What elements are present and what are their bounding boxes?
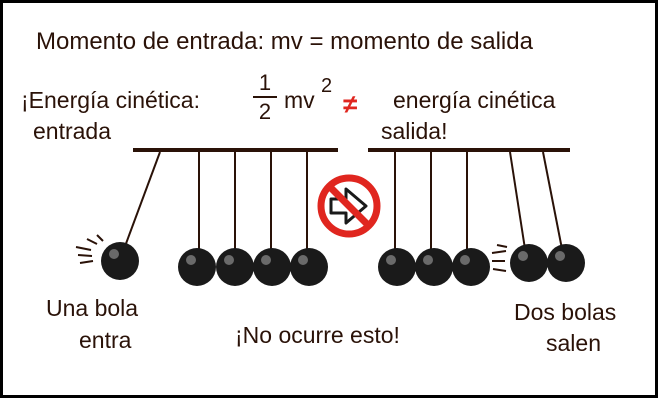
left-label-line2: entra [79, 327, 132, 353]
energy-left-line2: entrada [33, 118, 112, 144]
momentum-equation: Momento de entrada: mv = momento de sali… [36, 28, 533, 55]
right-ball-1 [378, 248, 416, 286]
right-label-line2: salen [546, 330, 601, 356]
right-swing-string-1 [509, 151, 526, 250]
energy-right-line2: salida! [381, 118, 448, 144]
left-ball-4 [290, 248, 328, 286]
right-ball-3 [452, 248, 490, 286]
left-label-line1: Una bola [46, 295, 139, 321]
right-cradle [368, 148, 585, 286]
fraction-numerator: 1 [258, 70, 272, 95]
kinetic-expression: mv [284, 87, 315, 113]
right-swing-string-2 [542, 151, 563, 250]
left-ball-3 [253, 248, 291, 286]
newtons-cradle-illustration [75, 148, 585, 286]
right-label-line1: Dos bolas [514, 299, 617, 325]
right-outgoing-ball-1 [510, 244, 548, 282]
left-ball-2 [216, 248, 254, 286]
energy-right-line1: energía cinética [393, 87, 556, 113]
left-ball-1 [178, 248, 216, 286]
forbidden-arrow-icon [317, 174, 381, 238]
not-equal-sign: ≠ [343, 89, 358, 119]
center-label: ¡No ocurre esto! [235, 322, 400, 348]
left-incoming-ball [101, 242, 139, 280]
right-outgoing-ball-2 [547, 244, 585, 282]
kinetic-exponent: 2 [321, 75, 333, 97]
fraction-bar [253, 96, 277, 98]
left-swing-string [123, 151, 161, 250]
right-ball-2 [415, 248, 453, 286]
left-cradle [75, 148, 338, 286]
left-motion-lines [75, 234, 104, 264]
right-motion-lines [491, 244, 508, 272]
fraction-denominator: 2 [258, 99, 272, 124]
energy-prefix: ¡Energía cinética: [21, 87, 200, 113]
